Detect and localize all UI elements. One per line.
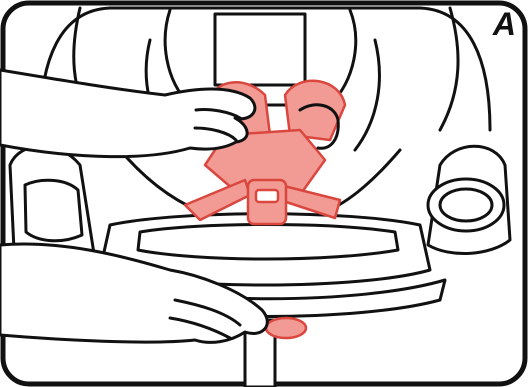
- panel-label: A: [493, 8, 516, 40]
- crotch-strap-release: [266, 318, 306, 338]
